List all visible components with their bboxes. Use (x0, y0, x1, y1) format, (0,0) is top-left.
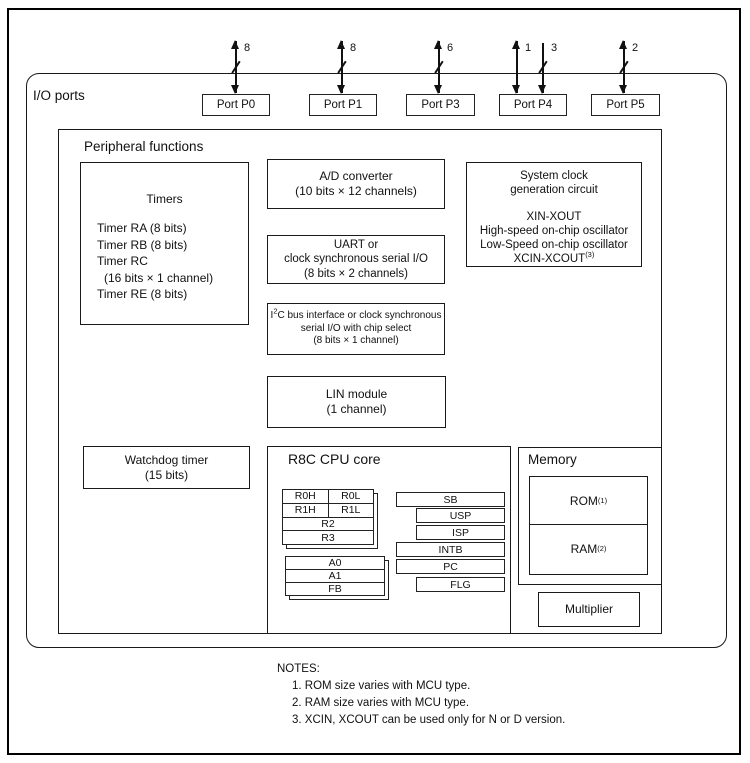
arrow-up-icon (336, 40, 345, 49)
reg-a1: A1 (328, 570, 342, 582)
register-bank2: A0 A1 FB (285, 556, 385, 596)
memory-box (518, 447, 662, 585)
notes-title: NOTES: (277, 663, 320, 675)
reg-r2: R2 (321, 517, 335, 530)
note-item: 2. RAM size varies with MCU type. (292, 697, 470, 709)
reg-pc: PC (396, 559, 505, 574)
timer-item: Timer RE (8 bits) (97, 287, 188, 301)
port-p3-box: Port P3 (406, 94, 475, 116)
bus-width-p4-right: 3 (551, 42, 558, 54)
timer-item: (16 bits × 1 channel) (104, 270, 214, 285)
arrow-up-icon (511, 40, 520, 49)
reg-flg: FLG (416, 577, 505, 592)
register-bank1: R0H R0L R1H R1L R2 R3 (282, 489, 374, 545)
port-p5-box: Port P5 (591, 94, 660, 116)
reg-fb: FB (328, 583, 342, 595)
memory-title: Memory (528, 452, 577, 467)
arrow-down-icon (511, 85, 520, 94)
cpu-core-box (267, 446, 511, 634)
bus-arrow-p4-right (537, 41, 548, 94)
bus-width-p0: 8 (244, 42, 251, 54)
peripheral-functions-label: Peripheral functions (84, 139, 204, 154)
arrow-up-icon (230, 40, 239, 49)
bus-arrow-p3 (433, 40, 444, 94)
reg-intb: INTB (396, 542, 505, 557)
bus-width-p4-left: 1 (525, 42, 532, 54)
bus-arrow-p4-left (511, 40, 522, 94)
notes-items: 1. ROM size varies with MCU type. 2. RAM… (292, 678, 565, 729)
port-p1-box: Port P1 (309, 94, 377, 116)
reg-r0l: R0L (327, 490, 374, 503)
bus-arrow-p1 (336, 40, 347, 94)
reg-r0h: R0H (294, 490, 316, 503)
bus-width-p1: 8 (350, 42, 357, 54)
reg-isp: ISP (416, 525, 505, 540)
watchdog-timer-box: Watchdog timer (15 bits) (83, 446, 250, 489)
arrow-up-icon (433, 40, 442, 49)
port-p4-box: Port P4 (499, 94, 567, 116)
note-item: 3. XCIN, XCOUT can be used only for N or… (292, 714, 566, 726)
arrow-down-icon (230, 85, 239, 94)
reg-sb: SB (396, 492, 505, 507)
bus-arrow-p5 (618, 40, 629, 94)
bus-arrow-p0 (230, 40, 241, 94)
port-p0-box: Port P0 (202, 94, 270, 116)
lin-module-box: LIN module (1 channel) (267, 376, 446, 428)
timer-item: Timer RB (8 bits) (97, 237, 188, 252)
multiplier-box: Multiplier (538, 592, 640, 627)
i2c-box: I2C bus interface or clock synchronous s… (267, 303, 445, 355)
io-ports-label: I/O ports (33, 88, 85, 103)
reg-r1h: R1H (294, 504, 316, 517)
uart-box: UART or clock synchronous serial I/O (8 … (267, 235, 445, 284)
rom-ram-box: ROM(1) RAM(2) (529, 476, 648, 575)
timer-item: Timer RA (8 bits) (97, 221, 187, 235)
bus-width-p5: 2 (632, 42, 639, 54)
bus-width-p3: 6 (447, 42, 454, 54)
timers-items: Timer RA (8 bits) Timer RB (8 bits) Time… (97, 220, 248, 303)
arrow-down-icon (433, 85, 442, 94)
ram-cell: RAM(2) (570, 542, 607, 556)
reg-usp: USP (416, 508, 505, 523)
timers-box: Timers Timer RA (8 bits) Timer RB (8 bit… (80, 162, 249, 325)
rom-cell: ROM(1) (530, 477, 647, 525)
arrow-down-icon (537, 85, 546, 94)
system-clock-box: System clock generation circuit XIN-XOUT… (466, 162, 642, 267)
arrow-up-icon (618, 40, 627, 49)
chip-boundary (26, 73, 727, 648)
notes: NOTES: 1. ROM size varies with MCU type.… (277, 661, 565, 729)
note-item: 1. ROM size varies with MCU type. (292, 680, 471, 692)
timers-title: Timers (146, 192, 183, 206)
adc-box: A/D converter (10 bits × 12 channels) (267, 159, 445, 209)
reg-r1l: R1L (327, 503, 374, 517)
arrow-down-icon (336, 85, 345, 94)
outer-frame (7, 8, 741, 755)
reg-r3: R3 (321, 531, 335, 544)
timer-item: Timer RC (97, 254, 148, 268)
reg-a0: A0 (328, 557, 342, 569)
arrow-down-icon (618, 85, 627, 94)
cpu-core-title: R8C CPU core (288, 451, 381, 467)
